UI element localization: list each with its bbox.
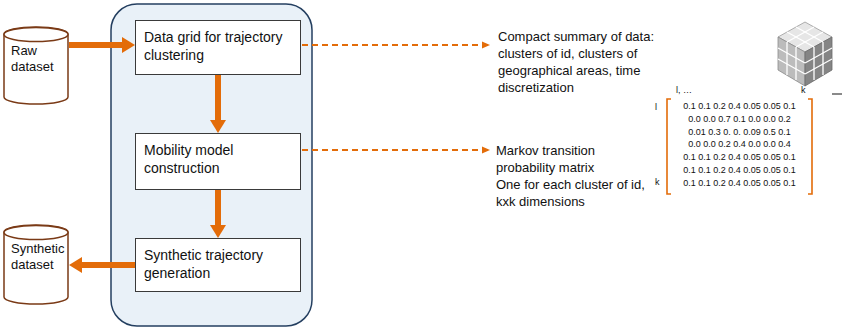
matrix-row: 0.0 0.0 0.2 0.4 0.0 0.0 0.4 <box>672 139 807 150</box>
matrix-row: 0.01 0.3 0. 0. 0.09 0.5 0.1 <box>672 127 807 138</box>
note-text: Markov transition probability matrix <box>496 142 636 176</box>
matrix-bracket <box>667 99 671 194</box>
matrix-row: 0.1 0.1 0.2 0.4 0.05 0.05 0.1 <box>672 101 807 112</box>
dataset-cylinder: Raw dataset <box>3 27 69 105</box>
process-box: Data grid for trajectory clustering <box>135 20 301 75</box>
matrix-header: k <box>801 85 815 96</box>
cube-icon <box>778 22 832 86</box>
cube-grid-line <box>787 32 814 47</box>
node-text-block: Synthetic trajectory generation <box>136 239 300 290</box>
process-box: Mobility model construction <box>135 133 301 190</box>
cube-grid-line <box>786 42 787 75</box>
node-text-block: Synthetic dataset <box>3 225 69 286</box>
cylinder-top <box>4 28 68 42</box>
note-text: Compact summary of data: clusters of id,… <box>498 28 693 96</box>
dashed-leader-arrow <box>302 149 490 151</box>
cube-grid-line <box>795 47 796 80</box>
flow-arrow <box>82 262 135 268</box>
matrix-header: l, … <box>676 85 716 96</box>
node-text-block: Mobility model construction <box>136 134 300 185</box>
matrix-row-label: l <box>655 102 665 113</box>
cube-grid-line <box>822 42 823 75</box>
cylinder-top <box>4 226 68 240</box>
dashed-leader-arrow <box>302 44 490 46</box>
pipeline-container <box>111 4 312 326</box>
matrix-row: 0.0 0.0 0.7 0.1 0.0 0.0 0.2 <box>672 114 807 125</box>
icon-dash <box>832 93 842 95</box>
node-text: Mobility model construction <box>144 142 292 177</box>
matrix-row: 0.1 0.1 0.2 0.4 0.05 0.05 0.1 <box>672 178 807 189</box>
flow-arrow <box>215 75 221 120</box>
flow-arrow <box>69 42 122 48</box>
cylinder-body <box>4 225 68 304</box>
matrix-bracket <box>808 99 812 194</box>
cylinder-body <box>4 27 68 104</box>
node-text: Synthetic trajectory generation <box>144 247 292 282</box>
node-text-block: Data grid for trajectory clustering <box>136 21 300 72</box>
node-text: Raw dataset <box>11 43 65 76</box>
node-text: Data grid for trajectory clustering <box>144 29 292 64</box>
cube-grid <box>778 27 832 80</box>
matrix-row-label: k <box>655 177 665 188</box>
cube-grid-line <box>813 47 814 80</box>
dataset-cylinder: Synthetic dataset <box>3 225 69 305</box>
note-text: One for each cluster of id, kxk dimensio… <box>496 176 661 210</box>
process-box: Synthetic trajectory generation <box>135 238 301 292</box>
cube-grid-line <box>778 59 805 74</box>
node-text: Synthetic dataset <box>11 241 65 274</box>
matrix-row: 0.1 0.1 0.2 0.4 0.05 0.05 0.1 <box>672 165 807 176</box>
cube-grid-line <box>805 59 832 74</box>
matrix-row: 0.1 0.1 0.2 0.4 0.05 0.05 0.1 <box>672 152 807 163</box>
node-text-block: Raw dataset <box>3 27 69 88</box>
flow-arrow <box>215 190 221 225</box>
